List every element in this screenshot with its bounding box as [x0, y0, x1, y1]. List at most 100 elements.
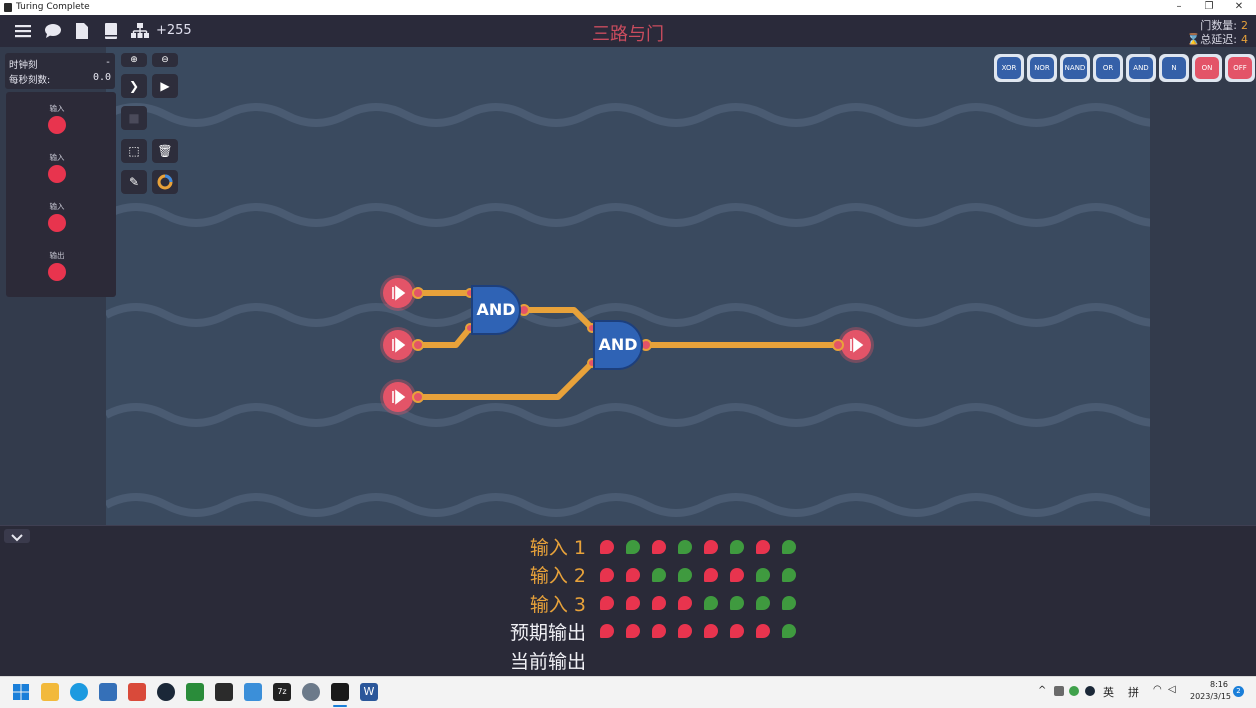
7zip-icon[interactable]: 7z — [273, 683, 291, 701]
palette-xor[interactable]: XOR — [994, 54, 1024, 82]
book-icon[interactable] — [102, 23, 120, 39]
tray-chevron-icon[interactable]: ^ — [1038, 685, 1047, 696]
file-explorer-icon[interactable] — [41, 683, 59, 701]
tray-app-icon[interactable] — [1069, 686, 1079, 696]
and-gate-2-label: AND — [598, 335, 637, 354]
document-icon[interactable] — [73, 23, 91, 39]
circuit-canvas[interactable]: AND AND — [106, 47, 1150, 525]
wave-decoration — [106, 303, 1150, 327]
app-icon[interactable] — [186, 683, 204, 701]
start-icon[interactable] — [12, 683, 30, 701]
component-counter: +255 — [156, 23, 192, 38]
color-wheel-icon — [157, 174, 173, 190]
select-button[interactable]: ⬚ — [121, 139, 147, 163]
hourglass-icon: ⌛ — [1186, 33, 1201, 46]
close-button[interactable]: ✕ — [1234, 1, 1244, 12]
truth-row-label: 输入 1 — [529, 537, 586, 559]
right-sidebar — [1150, 47, 1256, 525]
truth-value-on — [652, 568, 666, 582]
color-button[interactable] — [152, 170, 178, 194]
truth-value-off — [600, 568, 614, 582]
input-2-state[interactable] — [48, 165, 66, 183]
hierarchy-icon[interactable] — [131, 23, 149, 39]
input-1-state[interactable] — [48, 116, 66, 134]
input-pin-2[interactable] — [380, 327, 416, 363]
settings-icon[interactable] — [302, 683, 320, 701]
pencil-icon: ✎ — [128, 175, 140, 189]
volume-icon[interactable]: ◁ — [1168, 684, 1176, 695]
palette-nor-label: NOR — [1030, 57, 1054, 79]
zoom-out-button[interactable]: ⊖ — [152, 53, 178, 67]
palette-not[interactable]: N — [1159, 54, 1189, 82]
tray-steam-icon[interactable] — [1085, 686, 1095, 696]
restore-button[interactable]: ❐ — [1204, 1, 1214, 12]
menu-icon[interactable] — [14, 23, 32, 39]
draw-wire-button[interactable]: ✎ — [121, 170, 147, 194]
step-button[interactable]: ❯ — [121, 74, 147, 98]
wave-decoration — [106, 203, 1150, 227]
stop-button[interactable]: ■ — [121, 106, 147, 130]
edge-icon[interactable] — [70, 683, 88, 701]
active-indicator — [333, 705, 347, 707]
delete-button[interactable]: 🗑 — [152, 139, 178, 163]
tray-app-icon[interactable] — [1054, 686, 1064, 696]
app-icon — [4, 3, 12, 12]
notification-badge[interactable]: 2 — [1233, 686, 1244, 697]
total-delay-value: 4 — [1241, 33, 1248, 46]
wire[interactable] — [418, 360, 595, 400]
truth-row-label: 当前输出 — [509, 651, 586, 673]
word-icon[interactable]: W — [360, 683, 378, 701]
store-icon[interactable] — [99, 683, 117, 701]
truth-row-label: 输入 3 — [529, 594, 586, 616]
app-icon[interactable] — [128, 683, 146, 701]
ticks-per-second-label: 每秒刻数: — [9, 75, 51, 86]
steam-icon[interactable] — [157, 683, 175, 701]
wire[interactable] — [524, 307, 595, 331]
play-button[interactable]: ▶ — [152, 74, 178, 98]
truth-value-off — [678, 624, 692, 638]
input-3-state[interactable] — [48, 214, 66, 232]
palette-on[interactable]: ON — [1192, 54, 1222, 82]
input-pin-1[interactable] — [380, 275, 416, 311]
palette-and[interactable]: AND — [1126, 54, 1156, 82]
io-label: 输入 — [49, 104, 65, 113]
terminal-icon[interactable] — [215, 683, 233, 701]
ime-language[interactable]: 英 — [1103, 686, 1114, 699]
level-title: 三路与门 — [592, 24, 664, 45]
ticks-per-second-value[interactable]: 0.0 — [92, 72, 111, 83]
palette-on-label: ON — [1195, 57, 1219, 79]
truth-value-on — [782, 568, 796, 582]
truth-value-off — [626, 596, 640, 610]
total-delay: ⌛总延迟:4 — [1187, 31, 1248, 47]
input-pin-3[interactable] — [380, 379, 416, 415]
palette-off[interactable]: OFF — [1225, 54, 1255, 82]
truth-value-off — [704, 624, 718, 638]
truth-value-off — [704, 540, 718, 554]
wire[interactable] — [418, 326, 473, 348]
window-title: Turing Complete — [16, 2, 90, 12]
and-gate-1[interactable]: AND — [471, 285, 521, 335]
palette-nor[interactable]: NOR — [1027, 54, 1057, 82]
turing-complete-icon[interactable] — [331, 683, 349, 701]
truth-value-off — [600, 540, 614, 554]
clock-time[interactable]: 8:16 — [1210, 680, 1228, 689]
and-gate-2[interactable]: AND — [593, 320, 643, 370]
ime-mode[interactable]: 拼 — [1128, 686, 1139, 699]
stop-icon: ■ — [128, 111, 140, 125]
io-label: 输入 — [49, 202, 65, 211]
palette-or[interactable]: OR — [1093, 54, 1123, 82]
gate-count-value: 2 — [1241, 19, 1248, 32]
chat-icon[interactable] — [44, 23, 62, 39]
zoom-in-button[interactable]: ⊕ — [121, 53, 147, 67]
notepad-icon[interactable] — [244, 683, 262, 701]
clock-date[interactable]: 2023/3/15 — [1190, 692, 1232, 701]
collapse-button[interactable] — [4, 529, 30, 543]
minimize-button[interactable]: – — [1176, 1, 1182, 12]
truth-value-off — [600, 596, 614, 610]
palette-nand[interactable]: NAND — [1060, 54, 1090, 82]
output-pin[interactable] — [838, 327, 874, 363]
truth-value-off — [652, 540, 666, 554]
clock-label: 时钟刻 — [9, 60, 38, 71]
wifi-icon[interactable]: ◠ — [1153, 684, 1162, 695]
circuit-diagram[interactable]: AND AND — [106, 47, 1150, 525]
